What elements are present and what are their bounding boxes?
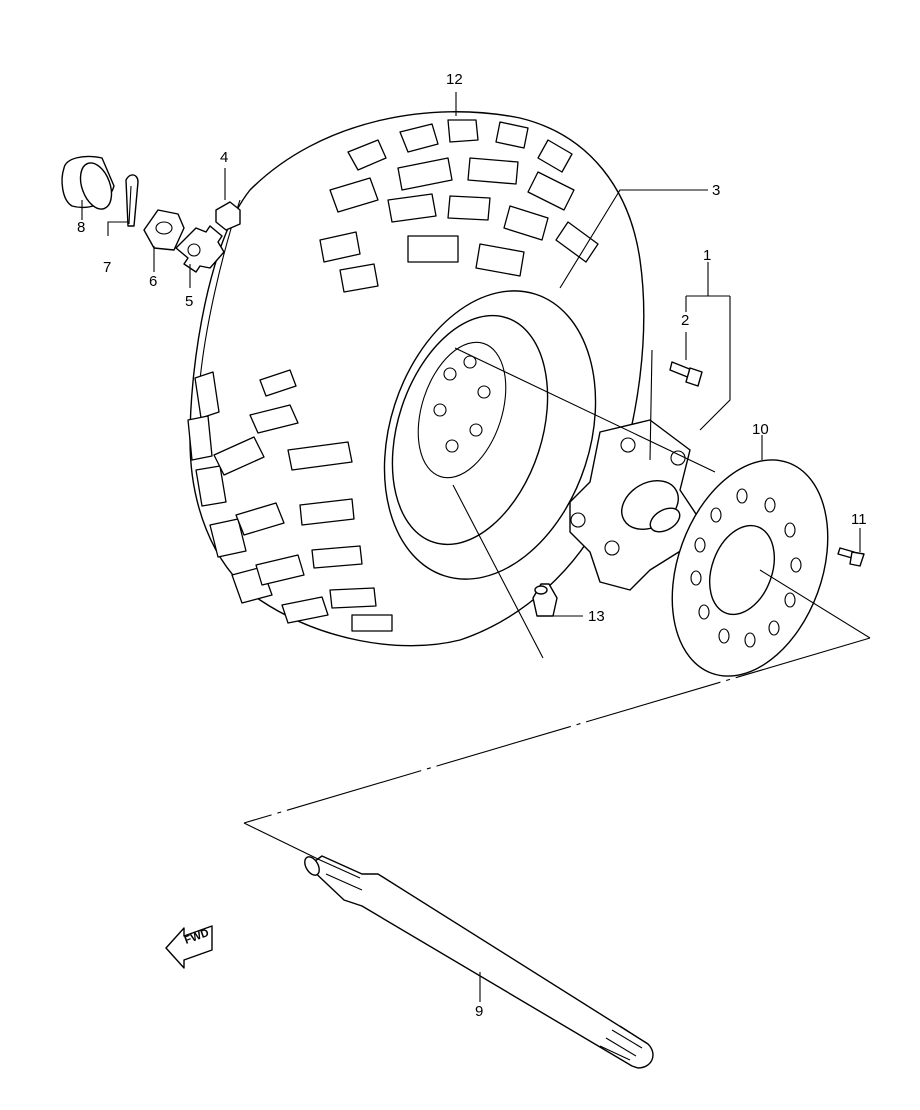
callout-1: 1 (703, 247, 711, 264)
castle-nut (143, 209, 185, 251)
axle-shaft (304, 855, 654, 1069)
fwd-arrow: FWD (165, 925, 213, 969)
callout-2: 2 (681, 312, 689, 329)
callout-3: 3 (712, 182, 720, 199)
disc-holes (690, 488, 802, 648)
callout-8: 8 (77, 219, 85, 236)
callout-9: 9 (475, 1003, 483, 1020)
callout-labels: 1 2 3 4 5 6 7 8 9 10 11 12 13 (77, 71, 867, 1020)
hub-cap (61, 155, 115, 210)
lock-washer (175, 225, 225, 273)
callout-11: 11 (851, 511, 867, 528)
hub-bolt (669, 361, 703, 387)
rim-lug-holes (433, 355, 491, 453)
axle-splines (599, 1029, 643, 1061)
brake-disc (671, 459, 829, 677)
callout-13: 13 (588, 608, 605, 625)
assembly-lines (243, 347, 871, 861)
callout-6: 6 (149, 273, 157, 290)
callout-10: 10 (752, 421, 769, 438)
leader-lines (81, 92, 861, 1002)
tire (187, 111, 645, 647)
valve-stem (532, 583, 558, 617)
callout-7: 7 (103, 259, 111, 276)
callout-4: 4 (220, 149, 228, 166)
tread-blocks-left (187, 369, 393, 632)
disc-bolt (837, 547, 865, 567)
tread-blocks (319, 119, 599, 293)
wheel-hub (569, 419, 701, 591)
callout-5: 5 (185, 293, 193, 310)
spacer-nut (215, 201, 241, 231)
callout-12: 12 (446, 71, 463, 88)
cotter-pin (125, 174, 139, 227)
